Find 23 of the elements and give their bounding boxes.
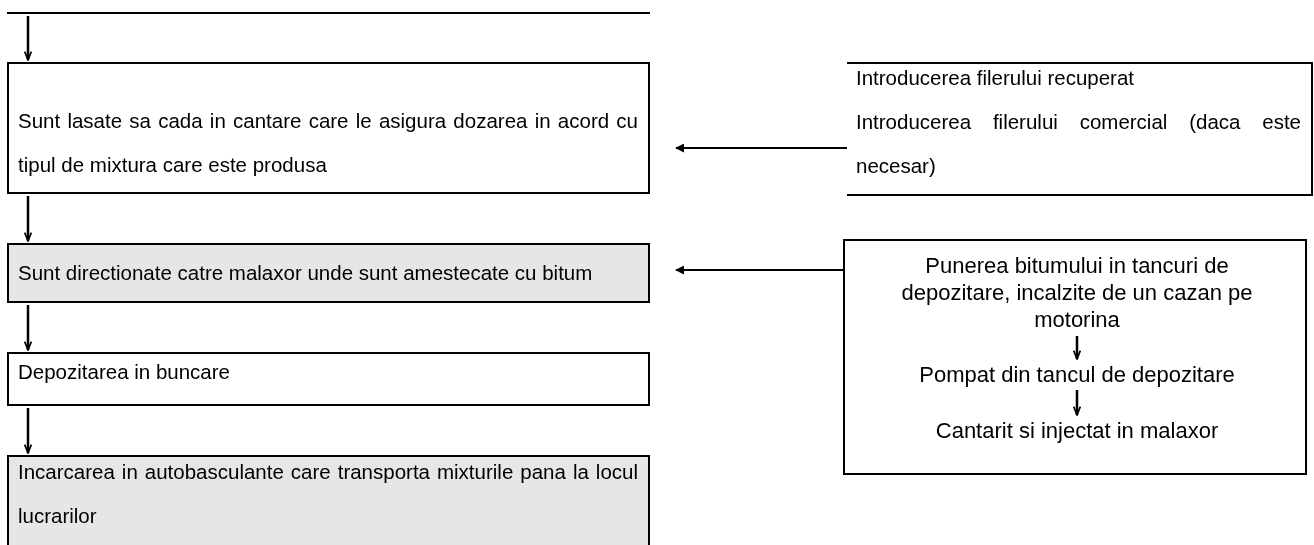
arrow <box>23 196 33 242</box>
arrow <box>23 305 33 351</box>
process-box <box>843 239 1307 475</box>
arrow <box>675 265 844 275</box>
step-text: Sunt directionate catre malaxor unde sunt amestecate cu bitum <box>18 260 594 286</box>
step-text: Pompat din tancul de depozitare <box>918 361 1236 388</box>
arrow <box>23 408 33 454</box>
process-box <box>7 243 650 303</box>
step-text: Depozitarea in buncare <box>18 359 231 385</box>
arrow <box>23 16 33 61</box>
step-text: Sunt lasate sa cada in cantare care le asigura dozarea in acord cu tipul de mixtura care este produsa <box>18 108 638 178</box>
input-box <box>847 62 1313 196</box>
step-text: Incarcarea in autobasculante care transporta mixturile pana la locul lucrarilor <box>18 459 638 529</box>
arrow <box>1072 336 1082 360</box>
process-box <box>7 352 650 406</box>
arrow <box>1072 390 1082 416</box>
process-box <box>7 62 650 194</box>
process-box <box>7 455 650 545</box>
step-text: Introducerea filerului comercial (daca este necesar) <box>856 109 1301 179</box>
step-text: Cantarit si injectat in malaxor <box>934 417 1220 444</box>
step-text: Punerea bitumului in tancuri de depozitare, incalzite de un cazan pe motorina <box>900 252 1254 333</box>
step-text: Introducerea filerului recuperat <box>856 65 1136 91</box>
arrow <box>675 143 848 153</box>
